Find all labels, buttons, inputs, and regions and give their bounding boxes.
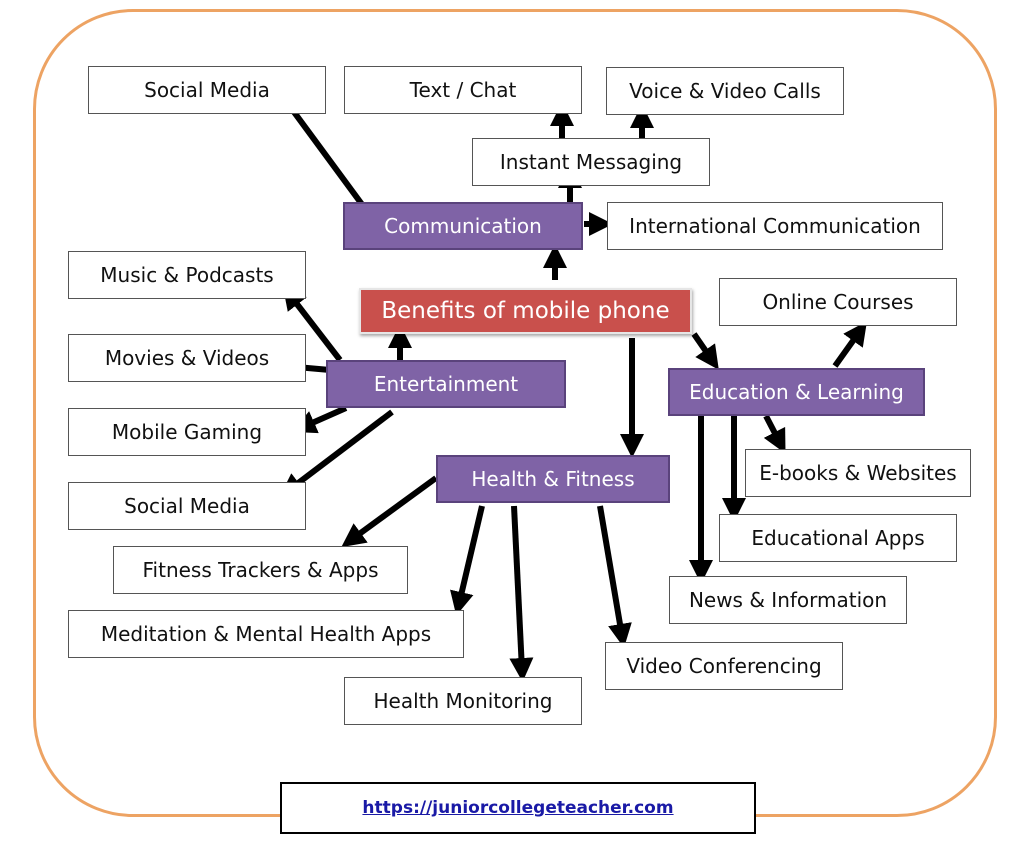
news-information-box: News & Information xyxy=(669,576,907,624)
line-communication-socialmedia xyxy=(291,110,375,220)
arrow-entertainment-gaming xyxy=(292,405,348,434)
social-media-box: Social Media xyxy=(88,66,326,114)
text-chat-label: Text / Chat xyxy=(409,78,517,102)
arrow-health-meditation xyxy=(450,505,485,616)
social-media-box-2: Social Media xyxy=(68,482,306,530)
ebooks-websites-box: E-books & Websites xyxy=(745,449,971,497)
movies-videos-box: Movies & Videos xyxy=(68,334,306,382)
meditation-box: Meditation & Mental Health Apps xyxy=(68,610,464,658)
arrow-root-education xyxy=(691,332,719,370)
arrow-health-monitoring xyxy=(509,505,534,682)
arrow-entertainment-music xyxy=(282,285,343,362)
health-monitoring-box: Health Monitoring xyxy=(344,677,582,725)
social-media-label-2: Social Media xyxy=(124,494,250,518)
health-fitness-hub: Health & Fitness xyxy=(436,455,670,503)
mobile-gaming-label: Mobile Gaming xyxy=(111,420,263,444)
news-information-label: News & Information xyxy=(688,588,888,612)
movies-videos-label: Movies & Videos xyxy=(104,346,270,370)
voice-video-calls-label: Voice & Video Calls xyxy=(629,79,821,103)
communication-hub: Communication xyxy=(343,202,583,250)
music-podcasts-label: Music & Podcasts xyxy=(100,263,274,287)
arrow-entertainment-socialmedia xyxy=(279,409,394,498)
communication-label: Communication xyxy=(384,214,542,238)
health-fitness-label: Health & Fitness xyxy=(471,467,635,491)
international-communication-label: International Communication xyxy=(629,214,921,238)
fitness-trackers-label: Fitness Trackers & Apps xyxy=(142,558,379,582)
ebooks-websites-label: E-books & Websites xyxy=(759,461,957,485)
instant-messaging-label: Instant Messaging xyxy=(499,150,683,174)
fitness-trackers-box: Fitness Trackers & Apps xyxy=(113,546,408,594)
meditation-label: Meditation & Mental Health Apps xyxy=(100,622,432,646)
root-node: Benefits of mobile phone xyxy=(359,288,692,334)
social-media-label: Social Media xyxy=(144,78,270,102)
instant-messaging-box: Instant Messaging xyxy=(472,138,710,186)
mobile-gaming-box: Mobile Gaming xyxy=(68,408,306,456)
education-learning-label: Education & Learning xyxy=(689,380,904,404)
educational-apps-box: Educational Apps xyxy=(719,514,957,562)
international-communication-box: International Communication xyxy=(607,202,943,250)
arrow-education-ebooks xyxy=(763,414,786,454)
education-learning-hub: Education & Learning xyxy=(668,368,925,416)
health-monitoring-label: Health Monitoring xyxy=(373,689,553,713)
arrow-health-trackers xyxy=(341,475,438,548)
text-chat-box: Text / Chat xyxy=(344,66,582,114)
arrow-health-videoconf xyxy=(597,505,632,648)
voice-video-calls-box: Voice & Video Calls xyxy=(606,67,844,115)
online-courses-box: Online Courses xyxy=(719,278,957,326)
root-label: Benefits of mobile phone xyxy=(381,298,670,324)
video-conferencing-box: Video Conferencing xyxy=(605,642,843,690)
website-link[interactable]: https://juniorcollegeteacher.com xyxy=(362,798,674,818)
online-courses-label: Online Courses xyxy=(762,290,914,314)
music-podcasts-box: Music & Podcasts xyxy=(68,251,306,299)
footer-box: https://juniorcollegeteacher.com xyxy=(280,782,756,834)
video-conferencing-label: Video Conferencing xyxy=(626,654,822,678)
arrow-education-online xyxy=(832,321,867,368)
entertainment-hub: Entertainment xyxy=(326,360,566,408)
entertainment-label: Entertainment xyxy=(373,372,519,396)
educational-apps-label: Educational Apps xyxy=(751,526,925,550)
